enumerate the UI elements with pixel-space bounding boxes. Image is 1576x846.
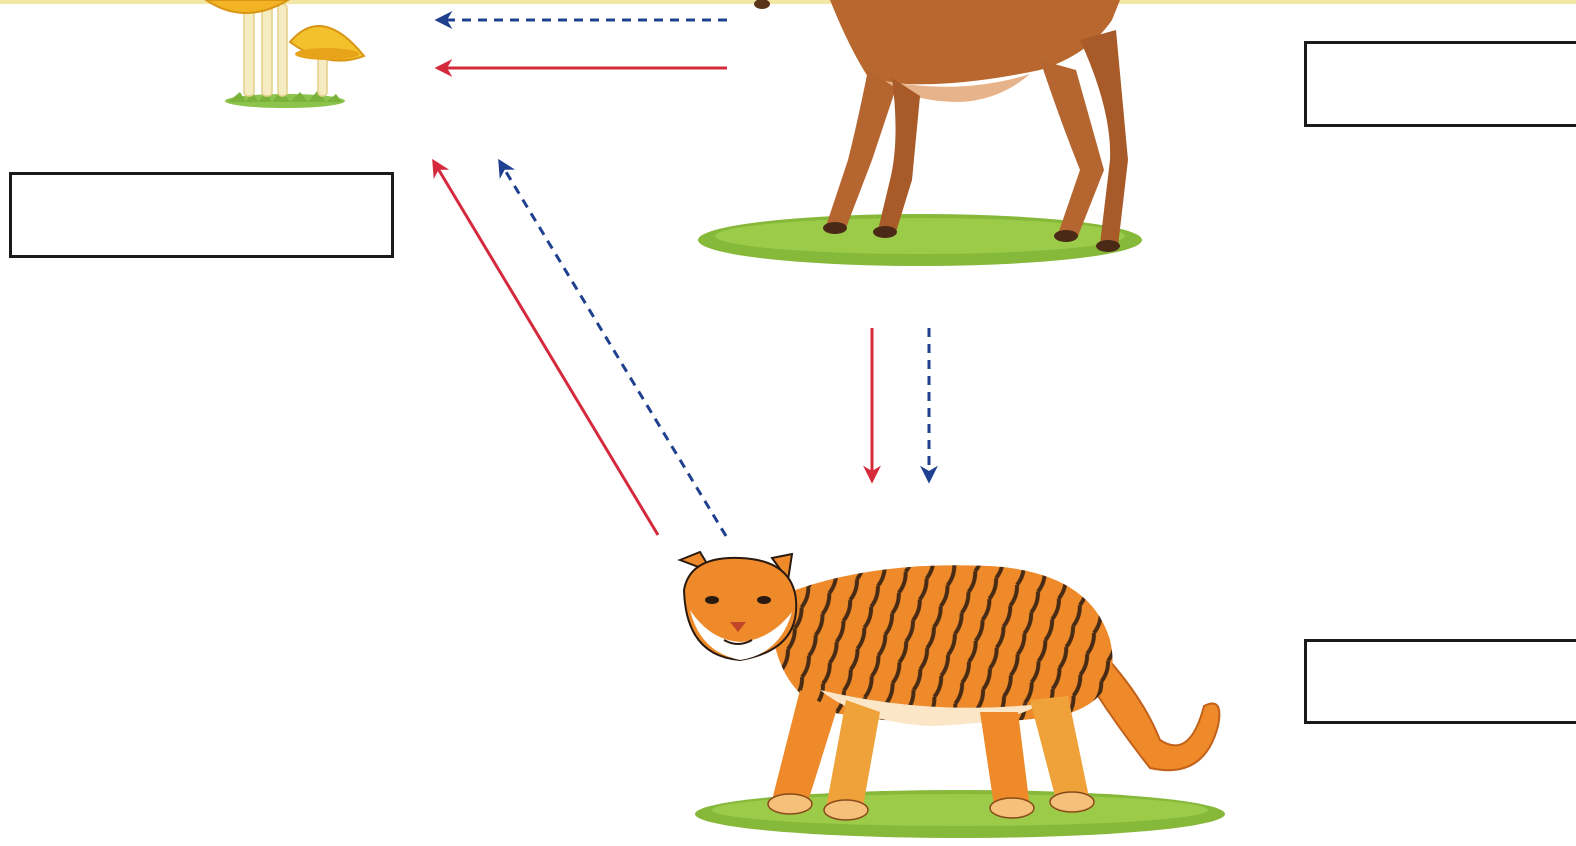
tiger-illustration	[680, 552, 1225, 838]
mushroom-label-box[interactable]	[9, 172, 394, 258]
arrow-layer	[434, 20, 929, 536]
tiger-label-box[interactable]	[1304, 639, 1576, 724]
deer-label-box[interactable]	[1304, 41, 1576, 127]
arrow-tiger-to-mushrooms-dashed	[500, 162, 726, 536]
mushroom-illustration	[206, 0, 364, 108]
deer-illustration	[698, 0, 1142, 266]
arrow-tiger-to-mushrooms-solid	[434, 162, 658, 535]
